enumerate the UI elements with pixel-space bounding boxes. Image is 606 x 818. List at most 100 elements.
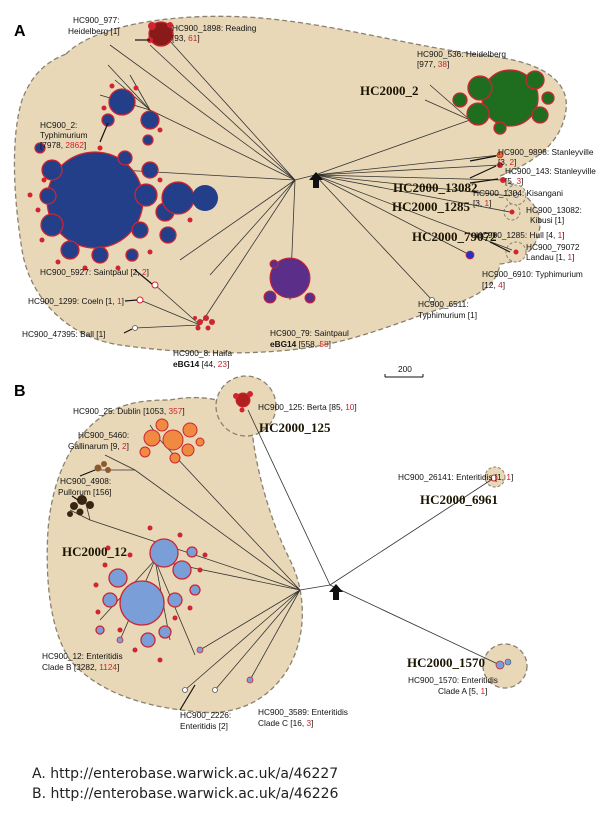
svg-text:Typhimurium [1]: Typhimurium [1] [418,310,477,320]
label-hc900-2: HC900_2: Typhimurium [7978, 2862] [40,120,88,150]
label-hc900-25: HC900_25: Dublin [1053, 357] [73,406,185,416]
figure-link-b: B. http://enterobase.warwick.ac.uk/a/462… [32,786,339,802]
hc2000-label: HC2000_12 [62,544,127,559]
leader-lines-a [99,39,511,334]
svg-text:HC900_5460:: HC900_5460: [78,430,129,440]
typhimurium-cluster [34,88,218,264]
panel-b: B [14,375,528,731]
svg-text:HC900_1285: Hull [4, 1]: HC900_1285: Hull [4, 1] [476,230,565,240]
svg-text:Kibusi [1]: Kibusi [1] [530,215,564,225]
svg-text:Heidelberg [1]: Heidelberg [1] [68,26,120,36]
svg-text:HC900_8: Haifa: HC900_8: Haifa [173,348,232,358]
svg-text:HC900_4908:: HC900_4908: [60,476,111,486]
svg-text:HC900_9898: Stanleyville: HC900_9898: Stanleyville [498,147,594,157]
figure-link-a: A. http://enterobase.warwick.ac.uk/a/462… [32,766,339,782]
berta-cluster [233,391,253,413]
label-hc900-9898: HC900_9898: Stanleyville [3, 2] [498,147,594,167]
svg-text:HC900_25: Dublin [1053, 357]: HC900_25: Dublin [1053, 357] [73,406,185,416]
root-arrow-b [329,584,343,600]
enteritidis-cluster [95,538,201,648]
label-hc900-12: HC900_12: Enteritidis Clade B [3282, 112… [42,651,123,672]
label-hc900-1285: HC900_1285: Hull [4, 1] [476,230,565,240]
haifa-cluster [193,315,215,331]
pullorum-cluster [67,495,94,517]
small-isolates-a [132,151,519,331]
hc2000-label: HC2000_79072 [412,229,497,244]
svg-text:HC900_13082:: HC900_13082: [526,205,582,215]
svg-text:HC900_2:: HC900_2: [40,120,77,130]
label-hc900-143: HC900_143: Stanleyville [5, 3] [505,166,596,186]
panel-b-letter: B [14,383,26,400]
svg-text:HC900_536: Heidelberg: HC900_536: Heidelberg [417,49,506,59]
hc2000-label: HC2000_2 [360,83,419,98]
svg-text:Clade A [5, 1]: Clade A [5, 1] [438,686,487,696]
hc2000-label: HC2000_125 [259,420,331,435]
svg-text:HC900_1299: Coeln [1, 1]: HC900_1299: Coeln [1, 1] [28,296,124,306]
svg-text:eBG14 [44, 23]: eBG14 [44, 23] [173,359,229,369]
svg-text:HC900_47395: Ball [1]: HC900_47395: Ball [1] [22,329,106,339]
scale-bar: 200 [384,364,424,378]
svg-text:HC900_1570: Enteritidis: HC900_1570: Enteritidis [408,675,498,685]
label-hc900-4908: HC900_4908: Pullorum [156] [58,476,112,497]
hc2000-label: HC2000_6961 [420,492,498,507]
panel-a: A [13,15,596,378]
svg-text:HC900_26141: Enteritidis [1, 1: HC900_26141: Enteritidis [1, 1] [398,472,513,482]
label-hc900-5927: HC900_5927: Saintpaul [2, 2] [40,267,149,277]
svg-text:HC900_5927: Saintpaul [2, 2]: HC900_5927: Saintpaul [2, 2] [40,267,149,277]
svg-text:[93, 61]: [93, 61] [172,33,200,43]
svg-text:[3, 2]: [3, 2] [498,157,516,167]
label-hc900-977: HC900_977: Heidelberg [1] [68,15,120,36]
gallinarum-cluster [94,461,111,473]
svg-text:HC900_6910: Typhimurium: HC900_6910: Typhimurium [482,269,583,279]
root-arrow-a [309,172,323,188]
svg-text:HC900_79072: HC900_79072 [526,242,580,252]
label-hc900-26141: HC900_26141: Enteritidis [1, 1] [398,472,513,482]
saintpaul-cluster [263,257,316,304]
label-hc900-3589: HC900_3589: Enteritidis Clade C [16, 3] [258,707,348,728]
typhimurium-isolate-dots [27,83,193,271]
svg-text:HC900_125: Berta [85, 10]: HC900_125: Berta [85, 10] [258,402,357,412]
svg-text:[5, 3]: [5, 3] [505,176,523,186]
svg-text:Clade C [16, 3]: Clade C [16, 3] [258,718,313,728]
leader-lines-b [71,469,196,711]
svg-text:[3, 1]: [3, 1] [473,198,491,208]
label-hc900-8: HC900_8: Haifa eBG14 [44, 23] [173,348,232,369]
label-hc900-1898: HC900_1898: Reading [93, 61] [172,23,257,43]
label-hc900-536: HC900_536: Heidelberg [977, 38] [417,49,506,69]
svg-text:Gallinarum [9, 2]: Gallinarum [9, 2] [68,441,129,451]
svg-text:Pullorum [156]: Pullorum [156] [58,487,112,497]
label-hc900-13082: HC900_13082: Kibusi [1] [526,205,582,225]
label-hc900-47395: HC900_47395: Ball [1] [22,329,106,339]
svg-text:HC900_2226:: HC900_2226: [180,710,231,720]
label-hc900-125: HC900_125: Berta [85, 10] [258,402,357,412]
label-hc900-79: HC900_79: Saintpaul eBG14 [558, 58] [270,328,349,349]
reading-cluster [147,21,174,47]
label-hc900-1304: HC900_1304: Kisangani [3, 1] [473,188,563,208]
svg-text:Clade B [3282, 1124]: Clade B [3282, 1124] [42,662,119,672]
dublin-cluster [139,418,205,464]
svg-text:[7978, 2862]: [7978, 2862] [40,140,86,150]
panel-a-letter: A [14,23,26,40]
svg-text:eBG14 [558, 58]: eBG14 [558, 58] [270,339,331,349]
svg-text:200: 200 [398,364,412,374]
label-hc900-2226: HC900_2226: Enteritidis [2] [180,710,231,731]
svg-text:HC900_12: Enteritidis: HC900_12: Enteritidis [42,651,123,661]
svg-text:HC900_1304: Kisangani: HC900_1304: Kisangani [473,188,563,198]
svg-text:HC900_3589: Enteritidis: HC900_3589: Enteritidis [258,707,348,717]
svg-text:HC900_6511:: HC900_6511: [418,299,469,309]
label-hc900-1570: HC900_1570: Enteritidis Clade A [5, 1] [408,675,498,696]
hc2000-label: HC2000_1570 [407,655,485,670]
hc2000-label: HC2000_13082 [393,180,478,195]
label-hc900-6511: HC900_6511: Typhimurium [1] [418,299,477,320]
svg-text:Landau [1, 1]: Landau [1, 1] [526,252,574,262]
small-isolates-b [116,474,512,693]
svg-text:HC900_977:: HC900_977: [73,15,120,25]
svg-text:[977, 38]: [977, 38] [417,59,449,69]
heidelberg-cluster [452,69,555,135]
label-hc900-79072: HC900_79072 Landau [1, 1] [526,242,580,262]
hc2000-1570-region [482,643,528,689]
enteritidis-isolate-dots [93,525,208,663]
svg-text:HC900_143: Stanleyville: HC900_143: Stanleyville [505,166,596,176]
label-hc900-6910: HC900_6910: Typhimurium [12, 4] [482,269,583,290]
